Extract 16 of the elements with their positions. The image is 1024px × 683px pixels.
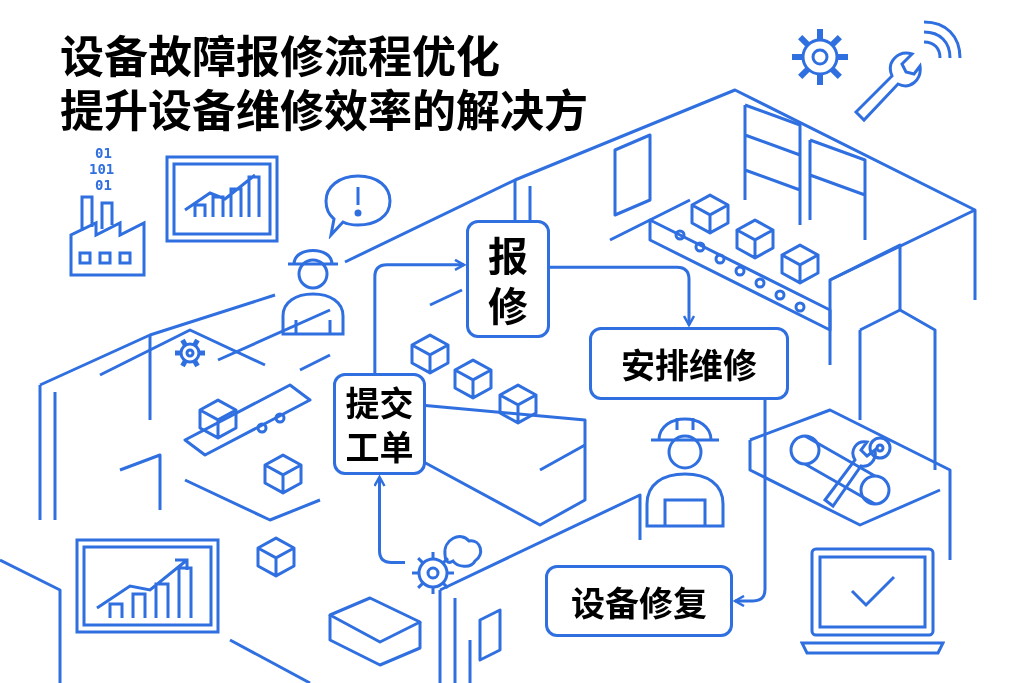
step-box: [333, 373, 426, 475]
flow-arrow: [733, 400, 767, 608]
step-box: [589, 327, 789, 400]
step-label: 安排维修: [621, 338, 757, 389]
flow-arrow: [550, 265, 696, 327]
flow-arrow: [373, 258, 466, 373]
binary-digits: 01: [95, 178, 112, 192]
binary-digits: 01: [95, 146, 112, 160]
flow-arrow: [373, 475, 405, 564]
binary-digits: 101: [89, 162, 115, 176]
step-box: [466, 220, 550, 338]
diagram-title: 设备故障报修流程优化提升设备维修效率的解决方: [60, 28, 589, 136]
step-label: 提交工单: [345, 379, 414, 469]
step-label: 设备修复: [571, 575, 707, 627]
step-box: [545, 565, 733, 637]
step-label: 报修: [488, 229, 528, 329]
